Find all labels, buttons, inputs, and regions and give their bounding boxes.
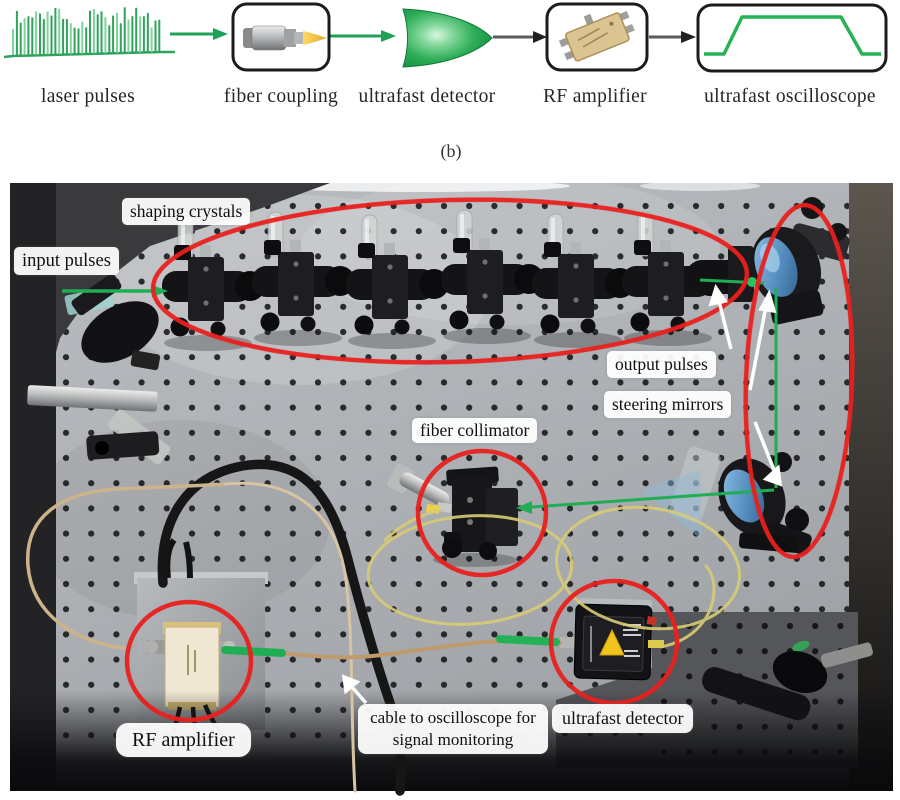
white-pointer-arrows — [341, 284, 783, 705]
steering-mirror-bottom — [640, 446, 812, 555]
step-label-fiber-coupling: fiber coupling — [223, 86, 339, 107]
trapezoid-waveform-icon — [704, 15, 881, 56]
ultrafast-detector-device — [560, 598, 664, 681]
oscilloscope-cable-2 — [224, 481, 357, 793]
shaping-crystal-mounts — [162, 209, 725, 351]
label-output-pulses: output pulses — [607, 351, 716, 378]
step-label-laser-pulses: laser pulses — [40, 86, 136, 107]
label-steering-mirrors: steering mirrors — [604, 391, 732, 418]
last-lens-tube — [686, 246, 754, 302]
fiber-coupler-icon — [243, 25, 327, 51]
schematic-row — [3, 2, 888, 73]
yellow-fiber — [366, 505, 741, 648]
beam-path — [62, 277, 810, 652]
oscilloscope-cable — [26, 482, 228, 650]
label-cable-note: cable to oscilloscope for signal monitor… — [358, 704, 548, 755]
step-label-ultrafast-oscilloscope: ultrafast oscilloscope — [704, 86, 876, 107]
green-sleeve — [496, 635, 560, 646]
oscilloscope-box — [696, 3, 888, 73]
red-annotations — [124, 197, 855, 723]
green-sleeve — [221, 646, 286, 657]
beam-to-collimator-arrow — [516, 501, 532, 514]
red-circle-fiber-collimator — [415, 448, 549, 578]
table-edges — [10, 183, 893, 791]
detector-cone-icon — [402, 8, 493, 68]
red-circle-rf-amplifier — [124, 599, 254, 723]
cables — [26, 459, 741, 796]
steering-mirror-top — [750, 197, 850, 325]
black-arrow-icon — [493, 31, 696, 43]
rf-amplifier-chip-icon — [558, 11, 635, 62]
label-rf-amplifier: RF amplifier — [116, 723, 251, 757]
panel-label-b: (b) — [440, 141, 462, 161]
laser-pulse-train-icon — [3, 7, 175, 59]
label-input-pulses: input pulses — [14, 247, 119, 276]
red-circle-detector — [548, 578, 680, 706]
label-ultrafast-detector: ultrafast detector — [552, 704, 694, 734]
left-side-hardware — [27, 273, 171, 465]
step-label-rf-amplifier: RF amplifier — [543, 86, 647, 107]
green-arrow-icon — [170, 28, 396, 42]
red-ellipse-steering-mirrors — [743, 202, 855, 560]
red-connector-cap — [646, 616, 657, 626]
red-ellipse-shaping-crystals — [150, 197, 750, 365]
fiber-collimator-device — [387, 463, 518, 567]
step-label-ultrafast-detector: ultrafast detector — [358, 86, 496, 107]
label-shaping-crystals: shaping crystals — [122, 198, 251, 225]
label-fiber-collimator: fiber collimator — [412, 418, 538, 443]
